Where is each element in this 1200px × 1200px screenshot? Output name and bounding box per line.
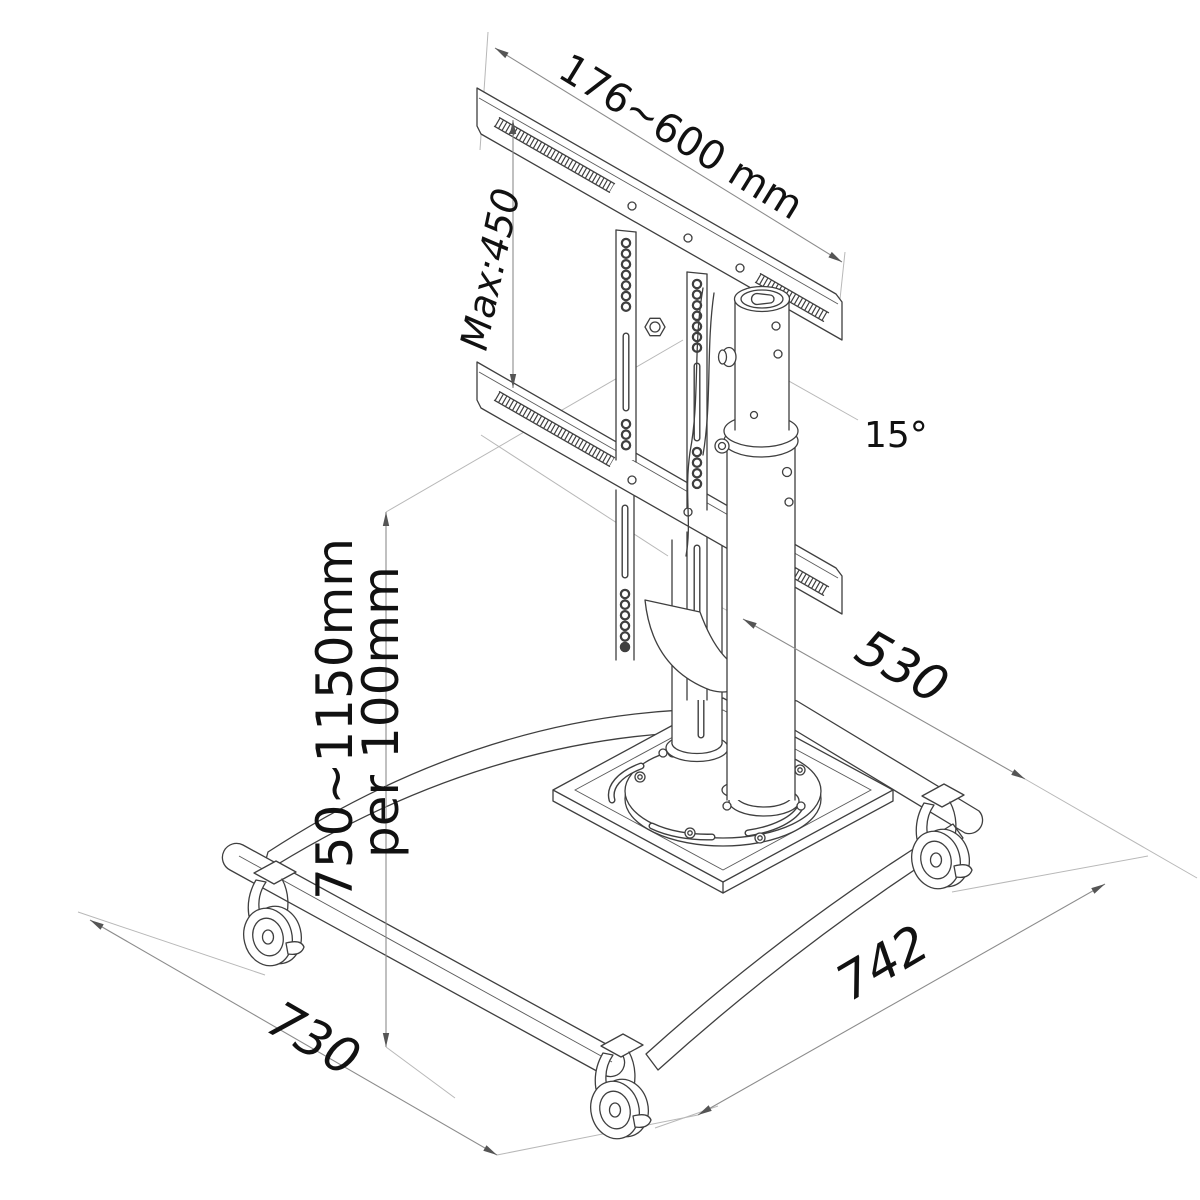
label-base-side: 730 <box>258 990 370 1088</box>
label-height-range-1: 750~1150mm <box>306 538 364 900</box>
arrowhead <box>698 1105 712 1115</box>
arrowhead <box>509 374 517 388</box>
arrowhead <box>90 920 104 930</box>
label-vesa-height-max: Max:450 <box>452 184 529 353</box>
dim-line-base-depth <box>742 618 1026 780</box>
dimension-arrowheads <box>90 48 1105 1155</box>
arrowhead <box>1091 884 1105 894</box>
dim-line-vesa-width <box>494 47 843 263</box>
tilt-arm-casting <box>644 599 740 693</box>
base-front-tubes <box>221 823 964 1078</box>
arrowhead <box>382 512 390 526</box>
dim-line-base-side <box>89 919 498 1156</box>
arrowhead <box>483 1145 497 1155</box>
dimension-lines <box>89 47 1106 1156</box>
label-base-width: 742 <box>827 914 939 1012</box>
arrowhead <box>495 48 509 59</box>
arrowhead <box>828 251 842 262</box>
vesa-straps-upper <box>615 229 708 511</box>
base-front-cross-tube <box>645 823 964 1071</box>
pivot-bolt <box>644 317 666 337</box>
inner-tube <box>735 298 789 430</box>
dim-line-base-width <box>697 883 1106 1116</box>
arrowhead <box>382 1033 390 1047</box>
arrowhead <box>509 120 517 134</box>
label-base-depth: 530 <box>846 618 958 716</box>
keyhole-slot <box>750 292 775 306</box>
arrowhead <box>743 619 757 629</box>
vesa-straps-lower <box>615 489 740 701</box>
label-vesa-width: 176~600 mm <box>551 45 811 229</box>
arrowhead <box>1011 769 1025 779</box>
label-tilt-angle: 15° <box>864 415 928 456</box>
label-height-range-2: per 100mm <box>352 566 410 858</box>
telescopic-column <box>714 285 799 801</box>
tilt-arm <box>685 287 715 557</box>
